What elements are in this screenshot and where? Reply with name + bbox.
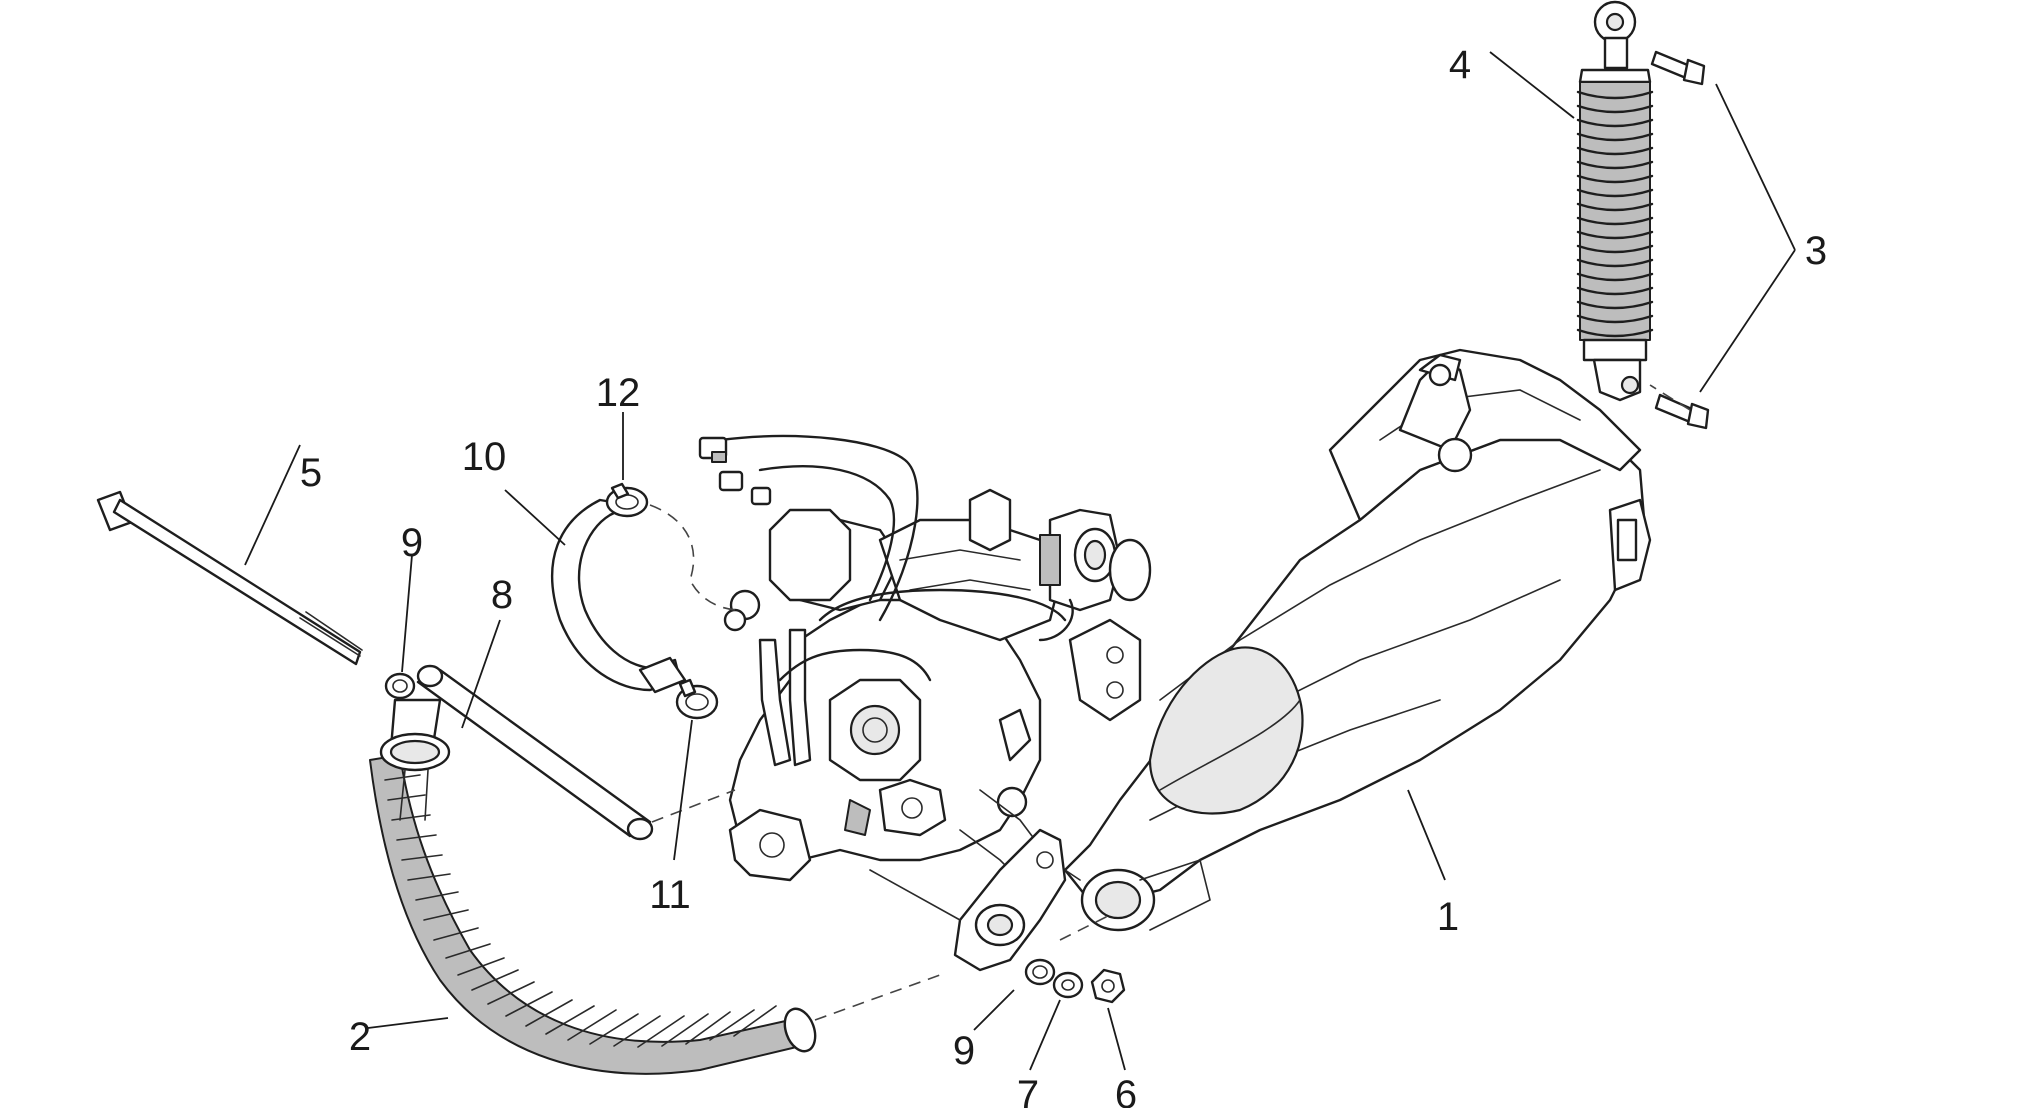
part-9-washer-right xyxy=(1024,958,1056,986)
callout-1: 1 xyxy=(1437,895,1459,939)
part-8-spacer-tube xyxy=(416,664,654,841)
callout-3: 3 xyxy=(1805,229,1827,273)
callout-9-left: 9 xyxy=(401,521,423,565)
part-3-bolt-top xyxy=(1650,50,1706,86)
part-4-shock-absorber xyxy=(1576,0,1710,430)
part-7-washer xyxy=(1052,971,1084,999)
leader-lines xyxy=(244,51,1796,1071)
part-3-bolt-bottom xyxy=(1654,393,1710,430)
callout-12: 12 xyxy=(596,371,641,415)
wiring-harness xyxy=(698,434,1074,682)
part-11-hose-clamp xyxy=(675,678,719,720)
callout-2: 2 xyxy=(349,1015,371,1059)
callout-6: 6 xyxy=(1115,1073,1137,1108)
part-2-corrugated-hose xyxy=(369,698,817,1075)
callout-labels: 1 2 3 4 5 6 7 8 9 9 10 11 12 xyxy=(300,43,1827,1108)
part-10-curved-hose xyxy=(551,498,687,694)
callout-7: 7 xyxy=(1017,1073,1039,1108)
shock-spring xyxy=(1576,81,1654,341)
callout-8: 8 xyxy=(491,573,513,617)
part-5-long-bolt xyxy=(96,490,363,666)
engine-block xyxy=(723,488,1152,972)
callout-9-right: 9 xyxy=(953,1029,975,1073)
part-12-hose-clamp xyxy=(605,482,649,518)
callout-4: 4 xyxy=(1449,43,1471,87)
callout-5: 5 xyxy=(300,451,322,495)
part-6-nut xyxy=(1090,968,1126,1004)
part-1-transmission-housing xyxy=(1063,348,1652,932)
callout-10: 10 xyxy=(462,435,507,479)
part-9-washer-left xyxy=(384,672,416,700)
callout-11: 11 xyxy=(649,873,691,917)
assembly-lines xyxy=(649,384,1691,1021)
